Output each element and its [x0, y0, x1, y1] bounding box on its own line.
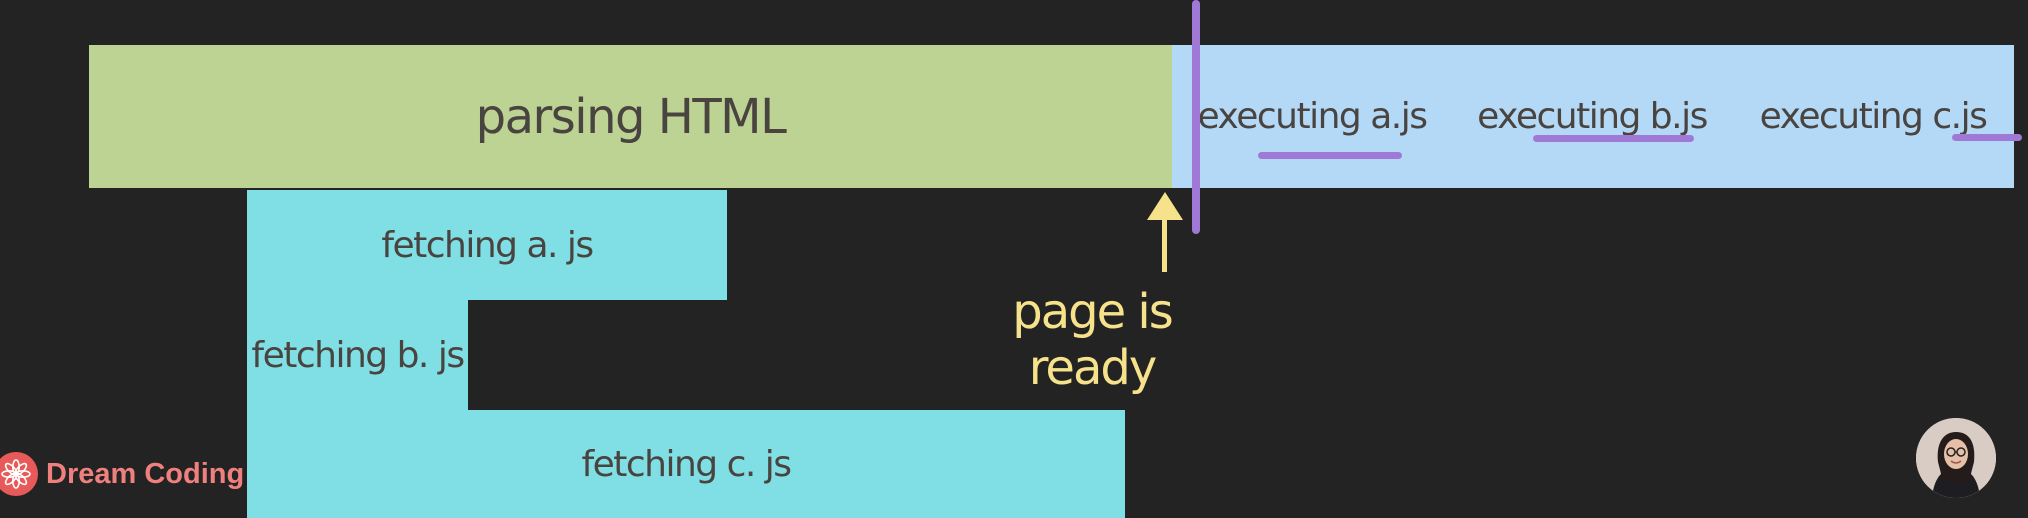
executing-a-block: executing a.js: [1172, 45, 1452, 188]
pen-underline-c: [1952, 134, 2022, 141]
parsing-html-block: parsing HTML: [89, 45, 1172, 188]
fetching-b-block: fetching b. js: [247, 300, 468, 410]
brand-name: Dream Coding: [46, 457, 245, 490]
fetching-c-label: fetching c. js: [581, 443, 792, 485]
executing-c-block: executing c.js: [1732, 45, 2014, 188]
executing-b-label: executing b.js: [1477, 96, 1708, 137]
fetching-c-block: fetching c. js: [247, 410, 1125, 518]
page-ready-label: page is ready: [1012, 284, 1173, 396]
up-arrow-shaft: [1162, 218, 1167, 272]
pen-marker-vertical-line: [1192, 0, 1200, 234]
up-arrow-head-icon: [1147, 192, 1183, 220]
executing-b-block: executing b.js: [1452, 45, 1732, 188]
fetching-a-label: fetching a. js: [381, 224, 594, 266]
executing-c-label: executing c.js: [1759, 96, 1988, 137]
flower-logo-icon: [0, 452, 38, 496]
brand-watermark: Dream Coding: [0, 452, 244, 496]
parsing-html-label: parsing HTML: [475, 88, 787, 145]
presenter-avatar: [1916, 418, 1996, 498]
executing-a-label: executing a.js: [1197, 96, 1428, 137]
pen-underline-b: [1533, 135, 1694, 142]
fetching-a-block: fetching a. js: [247, 190, 727, 300]
fetching-b-label: fetching b. js: [251, 334, 465, 376]
pen-underline-a: [1258, 152, 1402, 159]
